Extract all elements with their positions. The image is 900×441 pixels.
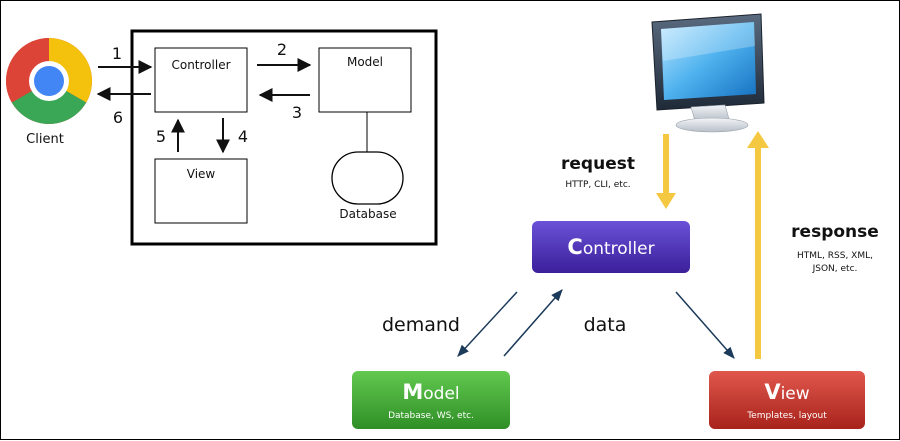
view-box	[154, 158, 248, 224]
model-rest: odel	[423, 384, 459, 404]
step-1-label: 1	[112, 44, 122, 63]
request-sub: HTTP, CLI, etc.	[565, 180, 630, 190]
data-return-arrow	[503, 289, 563, 357]
response-sub-2: JSON, etc.	[812, 264, 858, 274]
controller-initial: C	[567, 235, 582, 259]
monitor-icon	[651, 13, 765, 133]
controller-to-view-arrow	[675, 291, 735, 359]
view-sub: Templates, layout	[746, 411, 827, 421]
controller-box	[154, 47, 248, 113]
view-button: View Templates, layout	[709, 371, 865, 429]
step-6-label: 6	[113, 108, 123, 127]
request-label: request	[561, 154, 635, 174]
request-arrow-head	[656, 193, 676, 209]
controller-label: Controller	[171, 58, 230, 72]
step-5-label: 5	[156, 127, 166, 146]
step-2-label: 2	[277, 40, 287, 59]
response-arrow-head	[747, 131, 769, 148]
client-label: Client	[26, 132, 64, 147]
database-label: Database	[339, 207, 396, 221]
step-3-label: 3	[292, 103, 302, 122]
response-label: response	[791, 222, 879, 242]
demand-label: demand	[382, 314, 460, 336]
model-button: Model Database, WS, etc.	[352, 371, 510, 429]
database-shape	[331, 151, 404, 205]
view-label: View	[187, 167, 216, 181]
model-label: Model	[347, 55, 383, 69]
demand-arrow	[457, 291, 518, 357]
mvc-frame	[130, 29, 438, 246]
model-sub: Database, WS, etc.	[388, 411, 474, 421]
model-initial: M	[402, 380, 423, 404]
view-rest: iew	[781, 384, 810, 404]
data-label: data	[584, 314, 627, 336]
svg-text:Model: Model	[402, 380, 459, 404]
client-browser-icon	[6, 38, 92, 124]
view-initial: V	[764, 380, 781, 404]
response-sub-1: HTML, RSS, XML,	[797, 251, 873, 261]
svg-text:View: View	[764, 380, 809, 404]
svg-text:Controller: Controller	[567, 235, 654, 259]
controller-button: Controller	[532, 221, 690, 273]
controller-rest: ontroller	[583, 239, 655, 259]
model-box	[318, 47, 412, 113]
step-4-label: 4	[238, 127, 248, 146]
